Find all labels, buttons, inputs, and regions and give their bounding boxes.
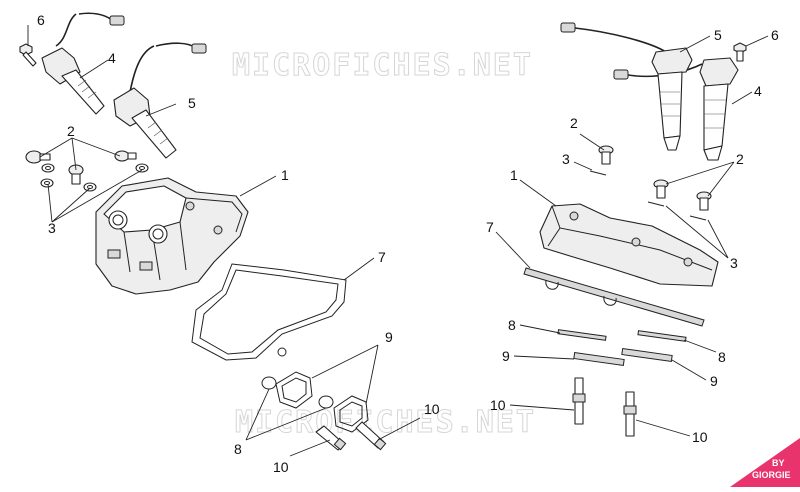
- callout-right-2-top: 2: [570, 115, 578, 131]
- callout-left-6: 6: [37, 12, 45, 28]
- callout-left-9: 9: [385, 329, 393, 345]
- callout-left-7: 7: [378, 249, 386, 265]
- right-washers-3: [589, 170, 707, 221]
- left-spark-plugs-10: [315, 421, 387, 451]
- left-screws-2: [25, 150, 137, 185]
- right-valve-cover-1: [539, 203, 719, 287]
- left-o-rings-8: [261, 376, 334, 409]
- callout-right-1: 1: [510, 167, 518, 183]
- left-seals-9: [275, 371, 369, 433]
- callout-left-10-bottom: 10: [273, 459, 289, 475]
- brand-badge: BY GIORGIE: [730, 438, 800, 487]
- watermark-top: MICROFICHES.NET: [232, 48, 533, 83]
- callout-left-1: 1: [281, 167, 289, 183]
- right-seals-9: [573, 347, 673, 367]
- callout-left-5: 5: [188, 95, 196, 111]
- right-screws-2: [598, 145, 712, 211]
- callout-right-3-top: 3: [562, 151, 570, 167]
- callout-right-10-left: 10: [490, 397, 506, 413]
- callout-left-10-top: 10: [424, 401, 440, 417]
- right-gasket-7: [523, 267, 705, 327]
- left-washers-3: [40, 163, 149, 192]
- callout-right-9-right: 9: [710, 373, 718, 389]
- brand-badge-triangle: [730, 438, 800, 487]
- left-leader-lines: [27, 25, 421, 457]
- callout-left-3: 3: [48, 220, 56, 236]
- brand-badge-line2: GIORGIE: [752, 470, 791, 480]
- right-bolt-6: [733, 42, 747, 62]
- callout-right-2-mid: 2: [736, 151, 744, 167]
- callout-left-8: 8: [234, 441, 242, 457]
- left-bolt-6: [19, 43, 37, 67]
- callout-right-3-bottom: 3: [730, 255, 738, 271]
- callout-right-8-left: 8: [508, 317, 516, 333]
- callout-right-6: 6: [771, 27, 779, 43]
- right-o-rings-8: [557, 329, 687, 342]
- callout-left-2: 2: [67, 123, 75, 139]
- right-spark-plugs-10: [572, 377, 637, 437]
- left-valve-cover-1: [95, 177, 249, 295]
- right-leader-lines: [495, 35, 769, 437]
- left-ignition-coil-4: [41, 12, 125, 115]
- right-ignition-coil-4: [699, 57, 739, 161]
- callout-left-4: 4: [108, 50, 116, 66]
- left-ignition-coil-5: [113, 42, 207, 159]
- right-ignition-coil-5: [560, 22, 703, 151]
- callout-right-9-left: 9: [502, 348, 510, 364]
- left-gasket-7: [191, 263, 347, 361]
- callout-right-10-right: 10: [692, 429, 708, 445]
- callout-right-7: 7: [486, 219, 494, 235]
- callout-right-4: 4: [754, 83, 762, 99]
- watermark-bottom: MICROFICHES.NET: [235, 405, 536, 440]
- callout-right-8-right: 8: [718, 349, 726, 365]
- callout-right-5: 5: [714, 27, 722, 43]
- brand-badge-line1: BY: [772, 458, 785, 468]
